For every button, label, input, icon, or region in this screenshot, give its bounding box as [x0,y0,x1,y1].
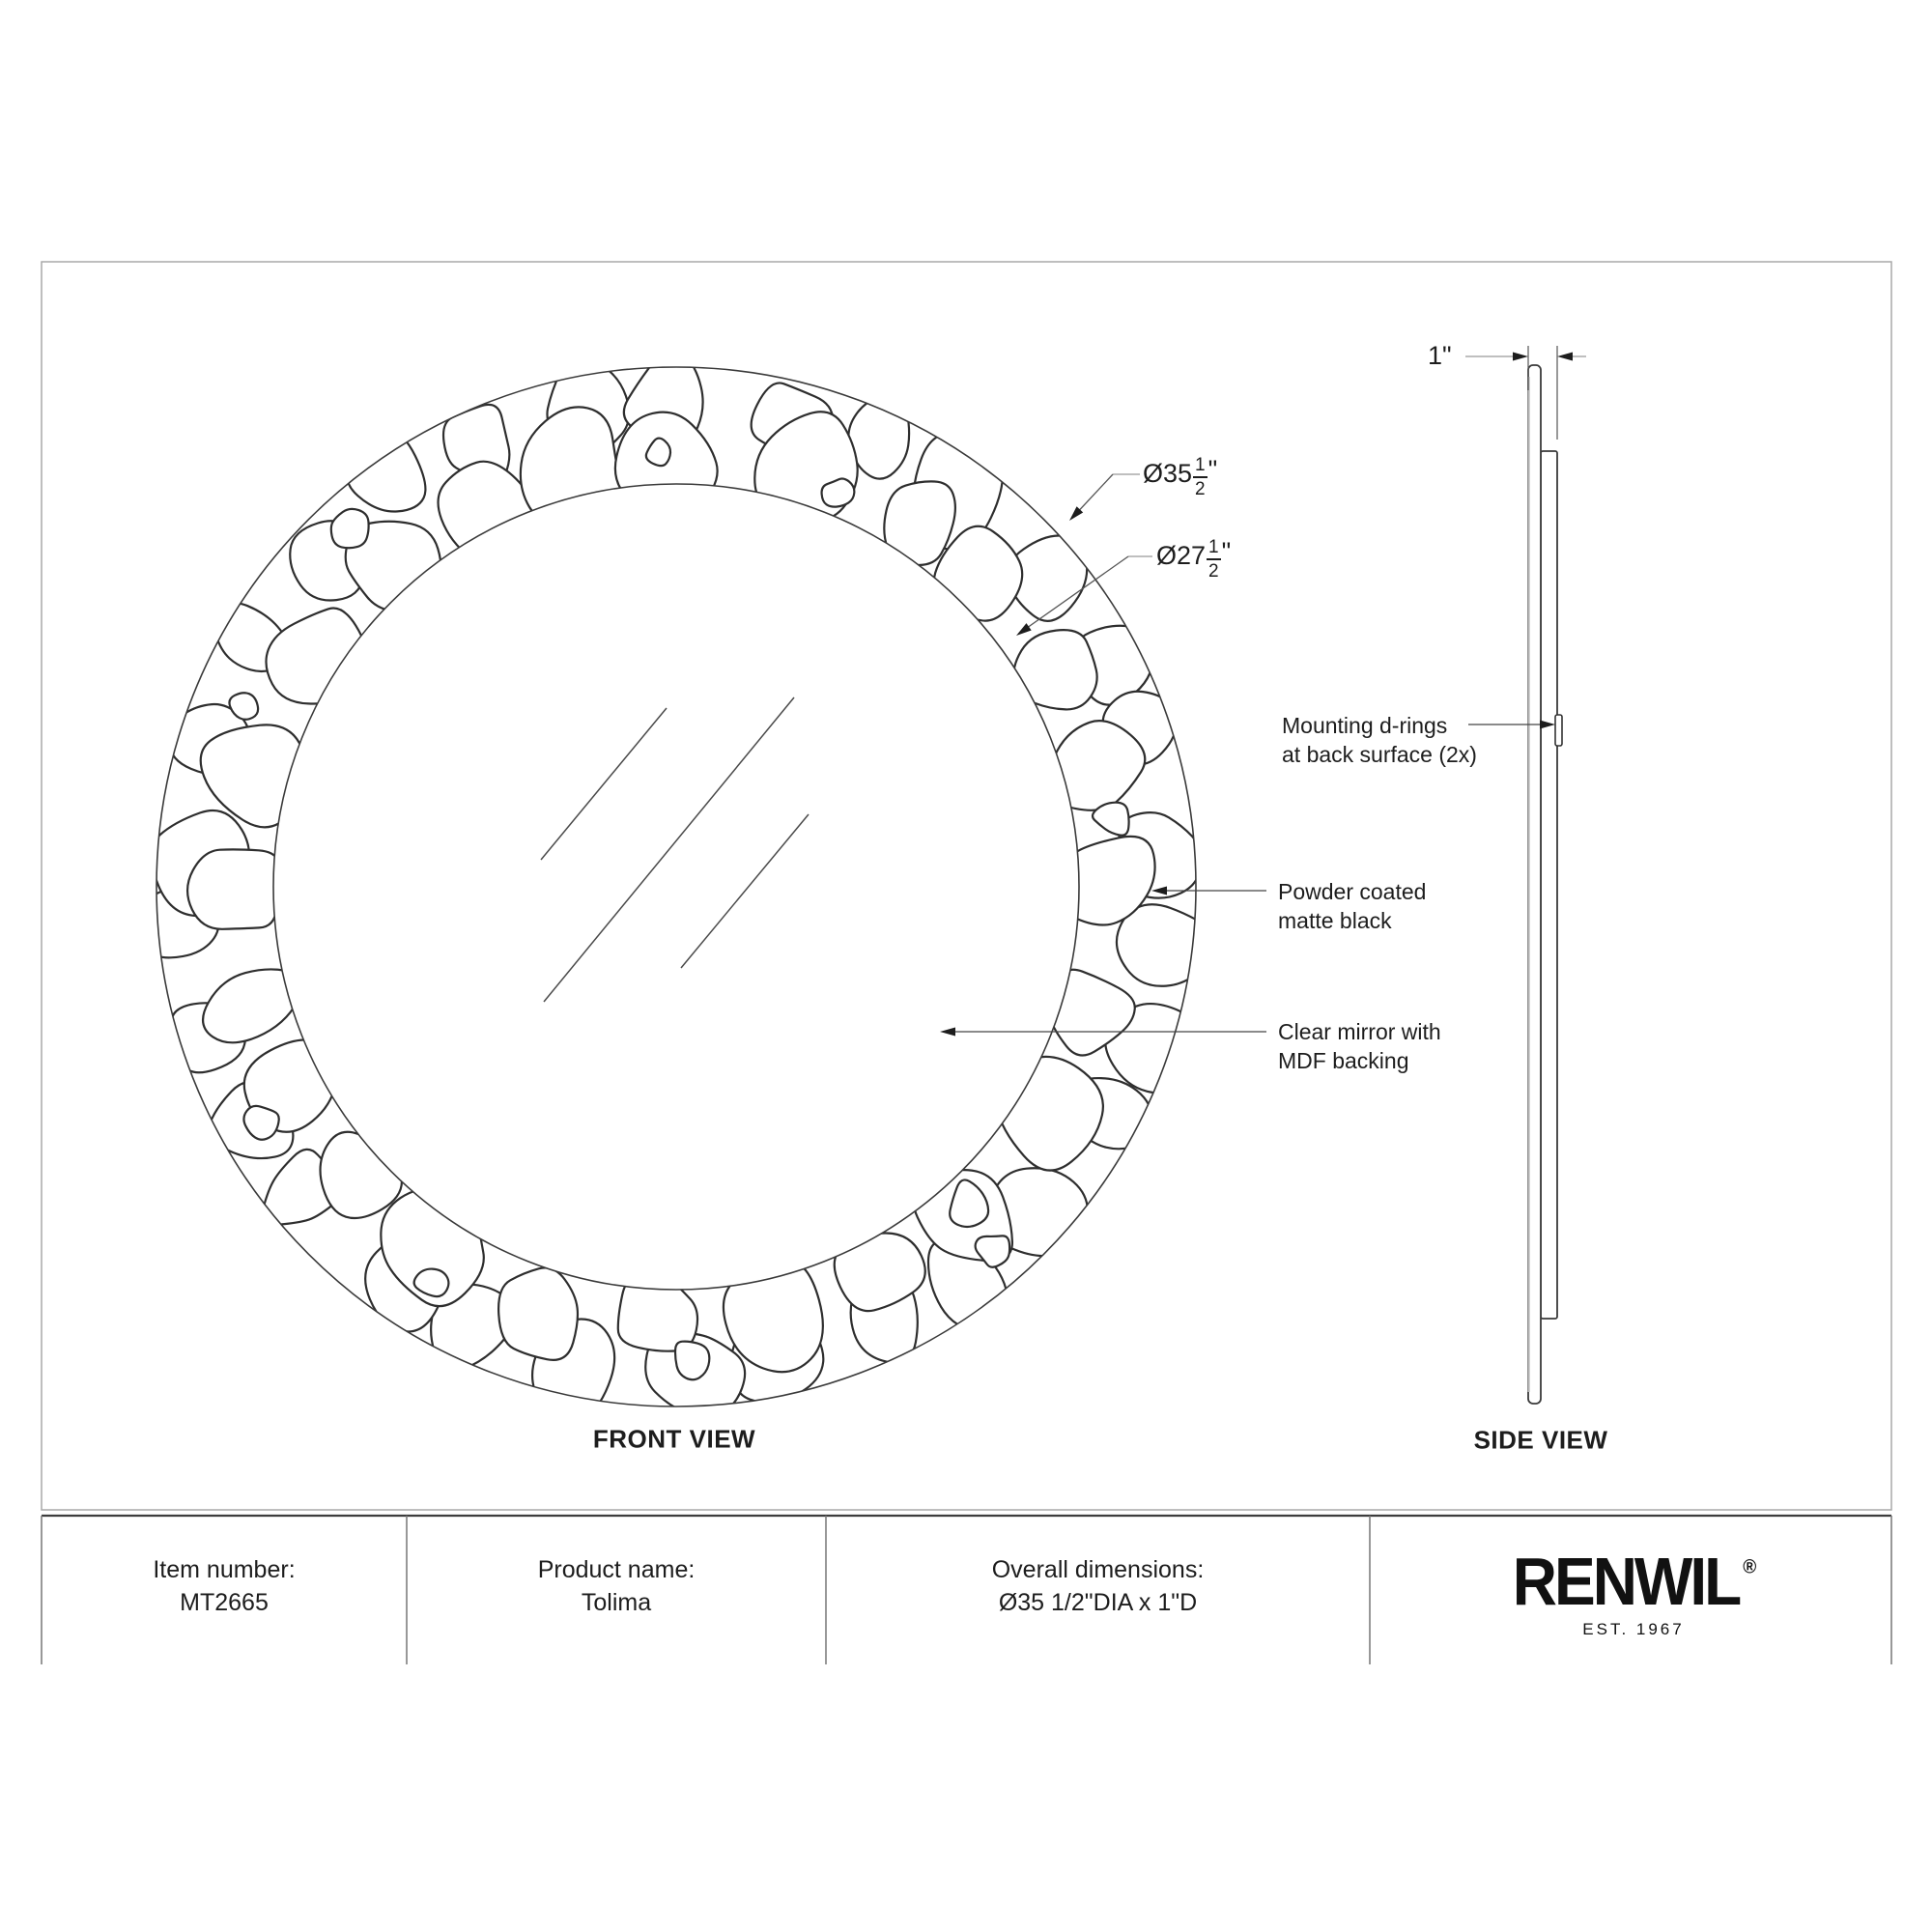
front-view [156,366,1197,1407]
arrowhead [1016,623,1032,636]
annotation-mounting: Mounting d-rings at back surface (2x) [1282,711,1477,769]
front-view-label: FRONT VIEW [592,1424,756,1454]
mosaic-stone [412,1267,450,1298]
spec-table-lines [41,1514,1892,1664]
item-number-value: MT2665 [180,1589,269,1616]
fraction-denominator: 2 [1208,561,1219,582]
side-view [1527,364,1563,1405]
leader-line [1019,555,1129,634]
arrowhead [1151,886,1167,895]
mosaic-stone [616,1271,699,1352]
mosaic-stone [185,848,281,930]
mosaic-stone [833,1232,926,1313]
brand-name: RENWIL [1512,1544,1742,1619]
fraction-numerator: 1 [1207,538,1221,560]
item-number-label: Item number: [153,1556,296,1583]
registered-mark: ® [1743,1556,1757,1578]
outer-diameter-fraction: 1 2 [1193,456,1208,498]
mosaic-stone [1047,720,1147,811]
inner-diameter-fraction: 1 2 [1207,538,1221,581]
arrowhead [1540,720,1555,729]
mosaic-stone [497,1266,580,1361]
mosaic-stone [329,507,370,550]
inner-diameter-label: Ø27 1 2 " [1156,536,1231,581]
annotation-line: Powder coated [1278,879,1427,904]
inner-diameter-prefix: Ø27 [1156,541,1207,570]
mosaic-stone [994,1055,1104,1172]
annotation-line: Clear mirror with [1278,1019,1441,1044]
outer-diameter-prefix: Ø35 [1143,459,1193,488]
inner-diameter-suffix: " [1221,537,1232,566]
outer-diameter-label: Ø35 1 2 " [1143,454,1217,498]
overall-dimensions-label: Overall dimensions: [991,1556,1205,1583]
annotation-mirror: Clear mirror with MDF backing [1278,1017,1441,1075]
mosaic-stone [644,437,672,468]
product-name-label: Product name: [537,1556,696,1583]
brand-established: EST. 1967 [1582,1620,1685,1638]
arrowhead [1069,506,1084,521]
arrowhead [1513,352,1528,361]
d-ring-profile [1554,714,1563,747]
mosaic-stone [1115,903,1196,987]
mosaic-stone [974,1235,1011,1268]
mosaic-stone [519,406,624,533]
mosaic-stone [242,1104,280,1141]
annotation-line: matte black [1278,908,1392,933]
drawing-border [41,261,1892,1511]
mosaic-stone [949,1179,990,1229]
product-name-value: Tolima [581,1589,652,1616]
depth-dimension-label: 1" [1428,336,1452,376]
mosaic-stone [228,692,260,721]
mosaic-stone [265,607,370,705]
frame-mosaic-pattern [156,367,1196,1406]
outer-frame-circle [156,366,1197,1407]
mosaic-stone [319,1130,404,1220]
overall-dimensions-value: Ø35 1/2"DIA x 1"D [998,1589,1198,1616]
inner-mirror-circle [272,483,1080,1291]
fraction-numerator: 1 [1193,456,1208,478]
mosaic-stone [1091,801,1130,837]
brand-logo: RENWIL® [1512,1543,1756,1620]
annotation-line: MDF backing [1278,1048,1409,1073]
outer-diameter-suffix: " [1208,455,1218,484]
arrowhead [1557,352,1573,361]
arrowhead [940,1027,955,1037]
side-view-label: SIDE VIEW [1473,1425,1608,1455]
annotation-line: Mounting d-rings [1282,713,1448,738]
frame-profile [1527,364,1542,1405]
mosaic-stone [1012,629,1098,711]
depth-value: 1" [1428,340,1452,370]
annotation-line: at back surface (2x) [1282,742,1477,767]
fraction-denominator: 2 [1195,479,1206,499]
mdf-backing-profile [1540,450,1558,1320]
mosaic-stone [673,1340,711,1381]
mirror-reflection-lines [540,696,810,1003]
dimension-lines [940,346,1586,1037]
mosaic-stone [820,477,856,508]
mosaic-stone [202,968,304,1044]
mosaic-stone [346,431,427,513]
annotation-finish: Powder coated matte black [1278,877,1426,935]
